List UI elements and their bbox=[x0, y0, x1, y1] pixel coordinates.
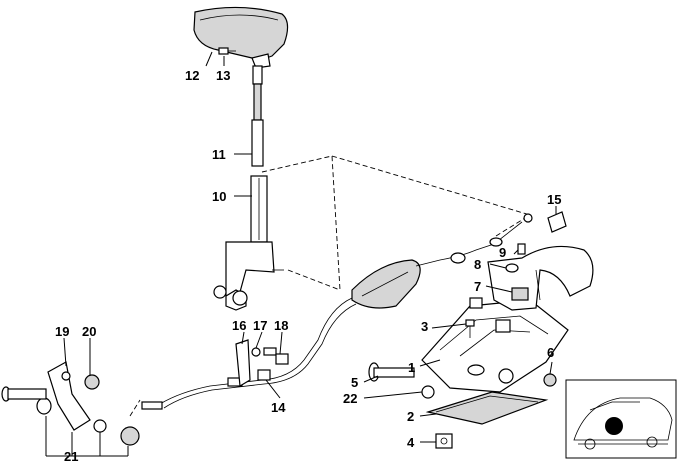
square-nut-part bbox=[435, 433, 453, 449]
shift-housing-part bbox=[421, 297, 569, 393]
part-number-7: 7 bbox=[474, 279, 481, 294]
part-number-17: 17 bbox=[253, 318, 267, 333]
pivot-bolt-part bbox=[368, 362, 435, 399]
part-number-14: 14 bbox=[271, 400, 286, 415]
part-number-18: 18 bbox=[274, 318, 288, 333]
leader-lines bbox=[45, 51, 557, 457]
part-number-2: 2 bbox=[407, 409, 414, 424]
cable-bracket-part bbox=[235, 339, 289, 388]
part-number-6: 6 bbox=[547, 345, 554, 360]
part-number-21: 21 bbox=[64, 449, 78, 461]
console-bracket-part bbox=[487, 243, 594, 311]
part-number-15: 15 bbox=[547, 192, 561, 207]
part-number-11: 11 bbox=[212, 147, 226, 162]
shift-cable-part bbox=[141, 213, 533, 410]
part-number-10: 10 bbox=[212, 189, 226, 204]
part-number-19: 19 bbox=[55, 324, 69, 339]
mounting-plate-part bbox=[425, 391, 549, 425]
part-number-9: 9 bbox=[499, 245, 506, 260]
shift-knob-part bbox=[193, 6, 289, 69]
part-number-20: 20 bbox=[82, 324, 96, 339]
cable-clip-part bbox=[547, 211, 567, 233]
knob-screw-part bbox=[218, 47, 236, 55]
part-number-3: 3 bbox=[421, 319, 428, 334]
car-thumbnail-icon bbox=[565, 379, 677, 459]
selector-lever-part bbox=[1, 361, 140, 446]
location-marker bbox=[605, 417, 623, 435]
part-number-5: 5 bbox=[351, 375, 358, 390]
upper-shift-rod-part bbox=[251, 65, 264, 167]
part-number-4: 4 bbox=[407, 435, 415, 450]
part-number-13: 13 bbox=[216, 68, 230, 83]
part-number-1: 1 bbox=[408, 360, 415, 375]
part-number-labels: 12 13 11 10 15 9 8 7 3 1 6 5 22 2 4 16 1… bbox=[55, 68, 561, 461]
part-number-12: 12 bbox=[185, 68, 199, 83]
part-number-8: 8 bbox=[474, 257, 481, 272]
housing-screw-part bbox=[465, 319, 475, 338]
part-number-22: 22 bbox=[343, 391, 357, 406]
bushing-part bbox=[543, 373, 557, 387]
lower-shift-lever-part bbox=[213, 175, 284, 311]
part-number-16: 16 bbox=[232, 318, 246, 333]
